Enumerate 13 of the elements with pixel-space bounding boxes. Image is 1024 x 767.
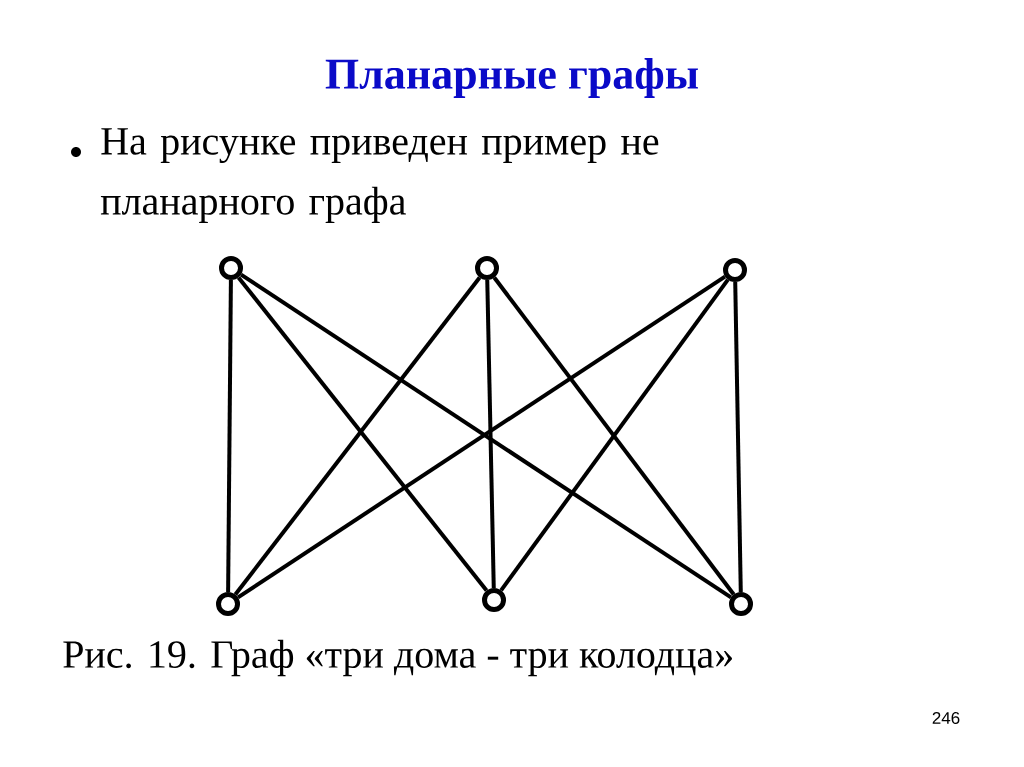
bullet-text: На рисунке приведен пример не планарного графа	[100, 128, 659, 223]
vertex-dot	[729, 592, 753, 616]
vertex-dot	[475, 256, 499, 280]
edge-line	[485, 279, 496, 589]
vertex-dot	[219, 256, 243, 280]
vertex-dot	[216, 592, 240, 616]
vertex-dot	[482, 588, 506, 612]
edge-line	[733, 281, 743, 593]
caption: Рис. 19. Граф «три дома - три колодца»	[63, 639, 732, 677]
title: Планарные графы	[325, 58, 698, 98]
page-number: 246	[932, 711, 960, 724]
vertex-dot	[723, 258, 747, 282]
edge-line	[226, 280, 233, 592]
